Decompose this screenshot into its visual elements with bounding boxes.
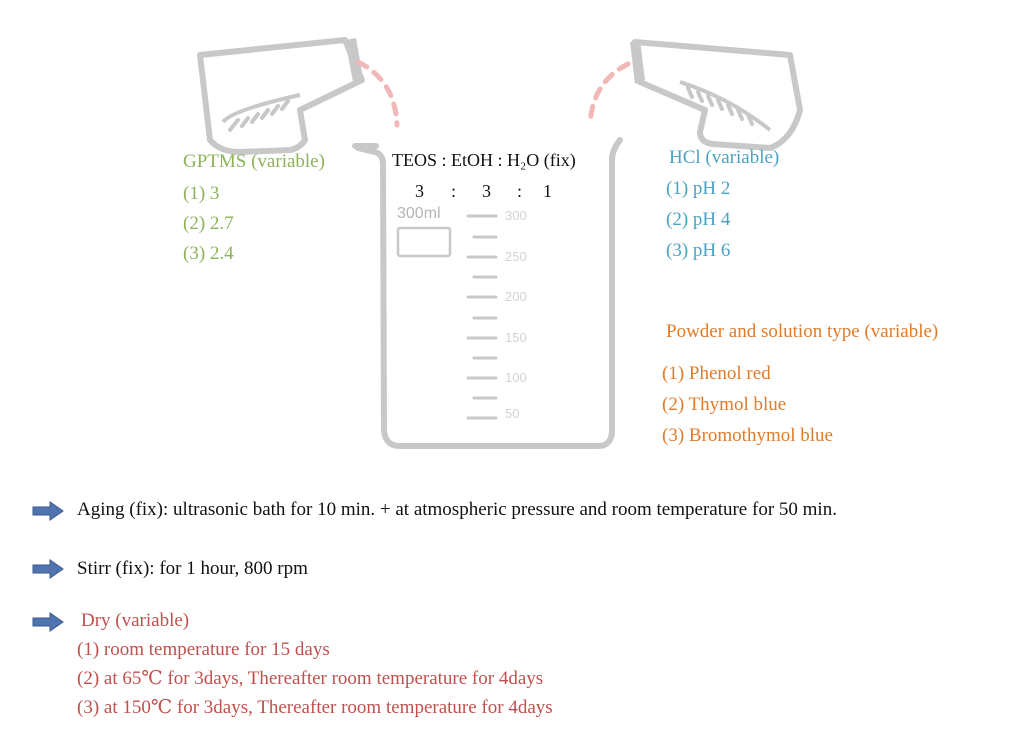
powder-item: (3) Bromothymol blue bbox=[662, 425, 833, 446]
gptms-item: (2) 2.7 bbox=[183, 213, 234, 234]
beaker-mixture-title: TEOS : EtOH : H₂O (fix) bbox=[392, 150, 576, 170]
hcl-item: (3) pH 6 bbox=[666, 240, 731, 261]
hcl-item: (2) pH 4 bbox=[666, 209, 731, 230]
beaker-scale-label: 150 bbox=[505, 330, 527, 345]
beaker-scale-label: 200 bbox=[505, 289, 527, 304]
ratio-value: 3 bbox=[415, 181, 424, 201]
beaker-icon bbox=[352, 137, 623, 449]
left-flask-icon bbox=[197, 37, 365, 155]
ratio-value: 1 bbox=[543, 181, 552, 201]
left-pour-stream bbox=[355, 59, 400, 128]
hcl-item: (1) pH 2 bbox=[666, 178, 731, 199]
dry-title: Dry (variable) bbox=[81, 610, 190, 631]
hcl-title: HCl (variable) bbox=[669, 147, 780, 168]
ratio-separator: : bbox=[517, 181, 523, 201]
ratio-separator: : bbox=[451, 181, 457, 201]
powder-item: (2) Thymol blue bbox=[662, 394, 787, 415]
right-flask-icon bbox=[630, 39, 803, 151]
dry-item: (3) at 150℃ for 3days, Thereafter room t… bbox=[77, 697, 553, 718]
gptms-item: (3) 2.4 bbox=[183, 243, 234, 264]
dry-arrow-icon bbox=[32, 612, 64, 632]
stirr-step-text: Stirr (fix): for 1 hour, 800 rpm bbox=[77, 558, 308, 579]
dry-item: (1) room temperature for 15 days bbox=[77, 639, 330, 660]
aging-arrow-icon bbox=[32, 501, 64, 521]
beaker-scale-label: 50 bbox=[505, 406, 520, 421]
gptms-item: (1) 3 bbox=[183, 183, 220, 204]
stirr-arrow-icon bbox=[32, 559, 64, 579]
beaker-scale-label: 100 bbox=[505, 370, 527, 385]
right-pour-stream bbox=[587, 61, 631, 128]
ratio-value: 3 bbox=[482, 181, 491, 201]
aging-step-text: Aging (fix): ultrasonic bath for 10 min.… bbox=[77, 499, 837, 520]
powder-title: Powder and solution type (variable) bbox=[666, 321, 939, 342]
powder-item: (1) Phenol red bbox=[662, 363, 771, 384]
gptms-title: GPTMS (variable) bbox=[183, 151, 325, 172]
beaker-scale-label: 300 bbox=[505, 208, 527, 223]
beaker-volume-label: 300ml bbox=[397, 205, 441, 222]
beaker-scale-label: 250 bbox=[505, 249, 527, 264]
dry-item: (2) at 65℃ for 3days, Thereafter room te… bbox=[77, 668, 544, 689]
